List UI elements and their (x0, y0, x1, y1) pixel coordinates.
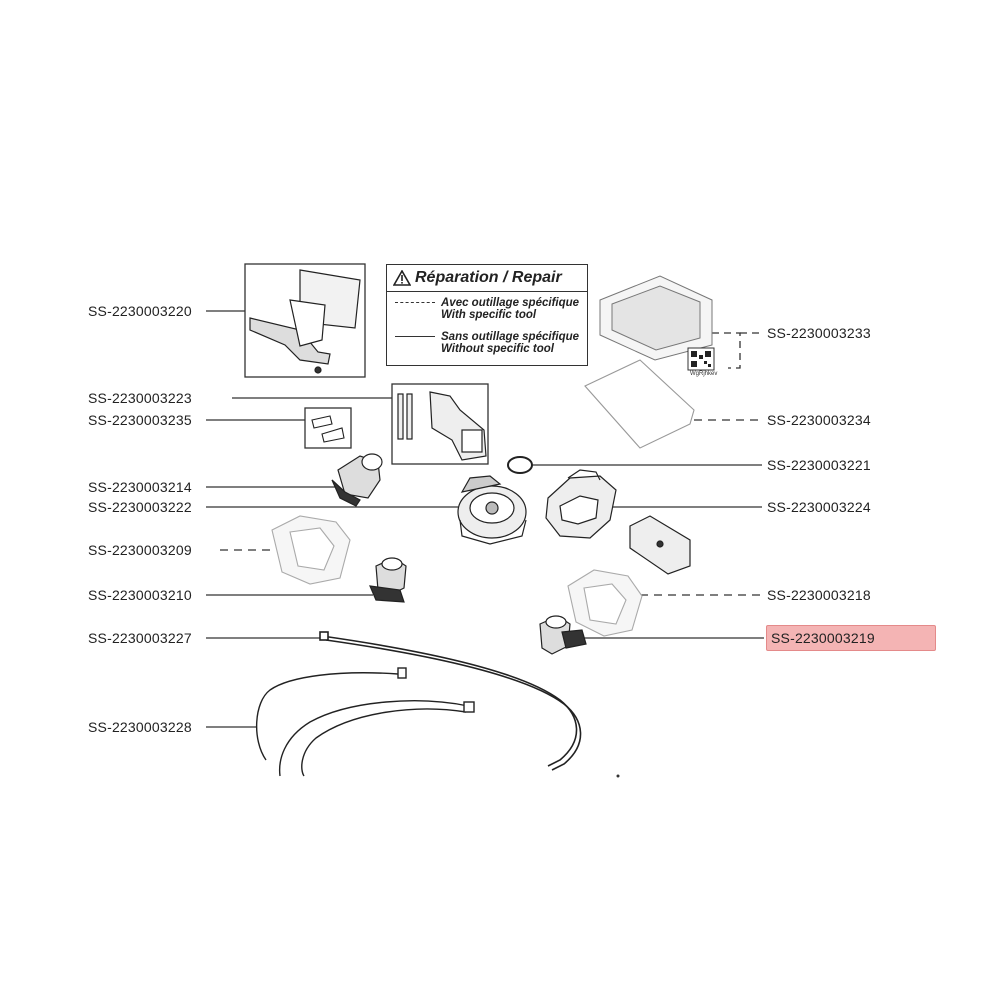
part-3221-ring (507, 456, 533, 474)
solid-line-sample (395, 336, 435, 338)
part-3235-frame (304, 407, 352, 449)
part-3219-motor (539, 615, 587, 655)
part-label[interactable]: SS-2230003214 (88, 479, 192, 495)
part-3224-block (629, 515, 691, 575)
part-3235-clips (311, 415, 345, 443)
part-3222-fan (457, 475, 527, 545)
legend-dashed-en: With specific tool (441, 309, 537, 321)
part-3234-sheet (584, 359, 695, 449)
part-label[interactable]: SS-2230003223 (88, 390, 192, 406)
legend-title: Réparation / Repair (393, 269, 562, 287)
dashed-line-sample (395, 302, 435, 304)
part-label[interactable]: SS-2230003227 (88, 630, 192, 646)
part-3210-motor (369, 557, 407, 603)
part-label[interactable]: SS-2230003209 (88, 542, 192, 558)
legend-title-text: Réparation / Repair (415, 269, 562, 286)
leader-3233 (712, 332, 741, 369)
part-3228-wires (256, 667, 475, 777)
legend-dashed-fr: Avec outillage spécifique (441, 297, 580, 309)
part-3209-gearbox (271, 515, 351, 585)
warning-icon (393, 270, 411, 286)
part-label[interactable]: SS-2230003233 (767, 325, 871, 341)
part-label[interactable]: SS-2230003218 (767, 587, 871, 603)
legend-solid-fr: Sans outillage spécifique (441, 331, 580, 343)
qr-code (687, 347, 715, 371)
legend-divider (387, 291, 587, 292)
part-label[interactable]: SS-2230003224 (767, 499, 871, 515)
legend-row-solid: Sans outillage spécifique Without specif… (395, 331, 579, 355)
repair-legend: Réparation / Repair Avec outillage spéci… (386, 264, 588, 366)
part-label[interactable]: SS-2230003234 (767, 412, 871, 428)
legend-solid-en: Without specific tool (441, 343, 554, 355)
part-3220-bracket (249, 269, 361, 374)
part-3227-cable (319, 631, 582, 771)
part-label[interactable]: SS-2230003222 (88, 499, 192, 515)
part-3218-gearbox (567, 569, 643, 637)
part-3214-motor (331, 453, 383, 507)
part-label[interactable]: SS-2230003210 (88, 587, 192, 603)
legend-row-dashed: Avec outillage spécifique With specific … (395, 297, 579, 321)
part-3223-duct (397, 391, 487, 461)
part-label-highlighted[interactable]: SS-2230003219 (766, 625, 936, 651)
part-label[interactable]: SS-2230003235 (88, 412, 192, 428)
part-label[interactable]: SS-2230003228 (88, 719, 192, 735)
part-3233-pcb (599, 275, 713, 361)
part-label[interactable]: SS-2230003221 (767, 457, 871, 473)
part-3224-housing (545, 469, 617, 539)
qr-caption: WgRjhkev (690, 371, 718, 377)
part-label[interactable]: SS-2230003220 (88, 303, 192, 319)
